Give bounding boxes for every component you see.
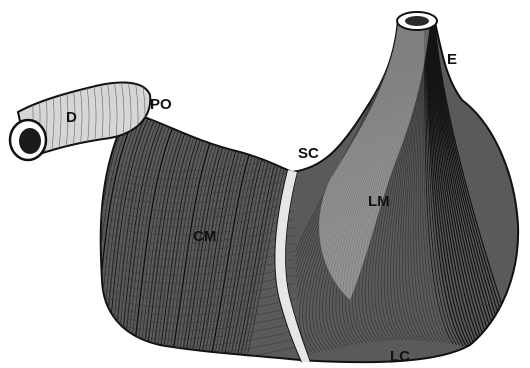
label-lc: LC [390, 348, 410, 365]
label-d: D [66, 109, 77, 126]
label-po: PO [150, 96, 172, 113]
esophagus-opening-inner [405, 16, 429, 26]
label-sc: SC [298, 145, 319, 162]
label-lm: LM [368, 193, 390, 210]
label-e: E [447, 51, 457, 68]
label-cm: CM [193, 228, 216, 245]
duodenum-opening-inner [19, 128, 41, 154]
